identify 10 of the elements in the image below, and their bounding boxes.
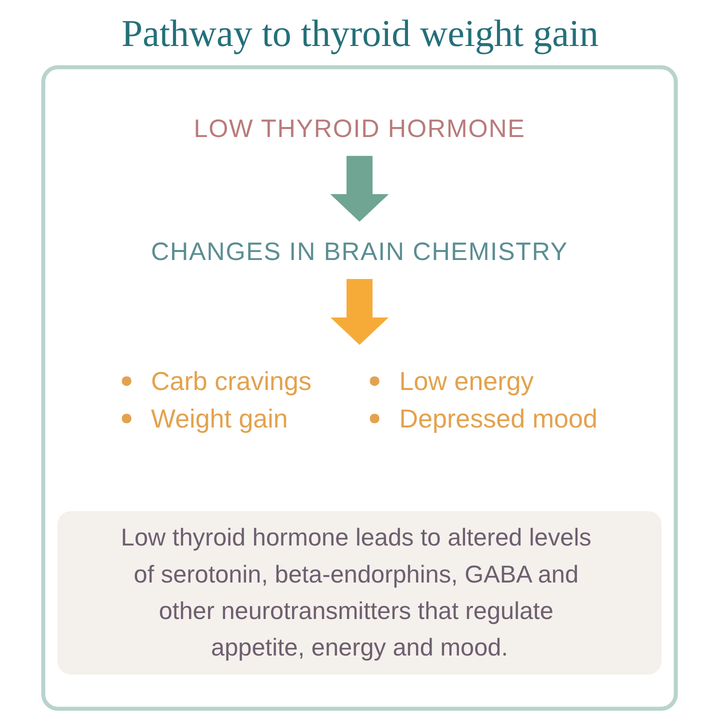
diagram-title: Pathway to thyroid weight gain xyxy=(121,12,599,57)
list-item-text: Carb cravings xyxy=(151,364,312,398)
note-box: Low thyroid hormone leads to altered levels of serotonin, beta-endorphins, GABA and other neurotransmitters that regulate appetite, energy and mood. xyxy=(58,510,662,674)
block-arrow xyxy=(330,278,390,344)
list-item-text: Depressed mood xyxy=(400,402,598,435)
block-arrow xyxy=(330,155,390,222)
list-item-text: Weight gain xyxy=(151,402,288,435)
step-heading: LOW THYROID HORMONE xyxy=(194,114,526,142)
list-item-text: Low energy xyxy=(400,364,534,398)
step-heading: CHANGES IN BRAIN CHEMISTRY xyxy=(152,236,568,266)
